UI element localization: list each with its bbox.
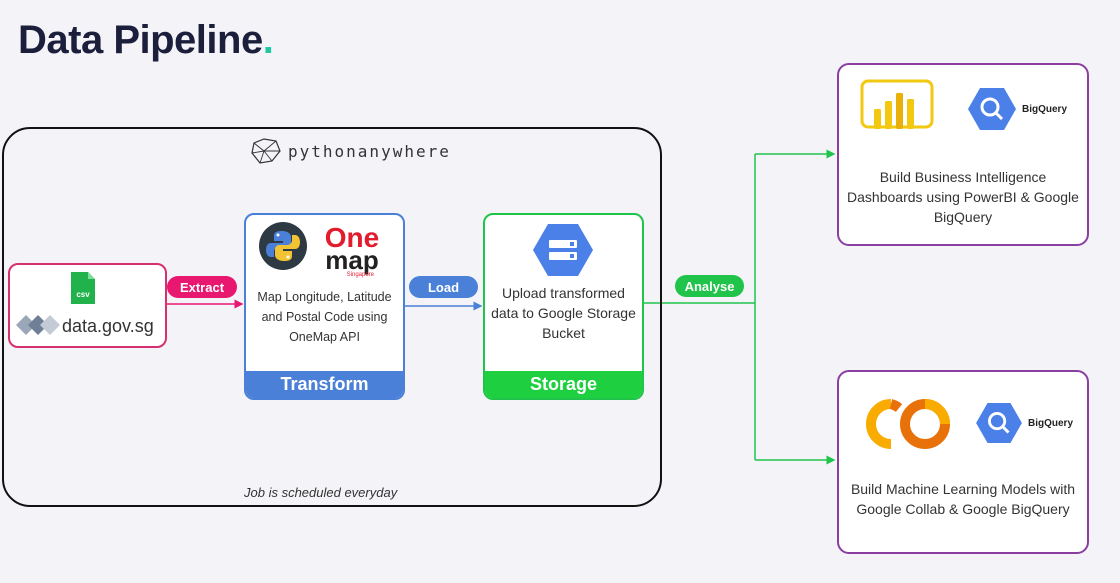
analyse-step-label: Analyse: [675, 275, 744, 297]
page-title: Data Pipeline.: [18, 18, 274, 62]
storage-box: Upload transformed data to Google Storag…: [483, 213, 644, 400]
bigquery-icon: [968, 88, 1016, 130]
transform-description: Map Longitude, Latitude and Postal Code …: [257, 290, 392, 344]
pythonanywhere-brand-a: python: [288, 141, 358, 161]
google-cloud-storage-icon: [533, 224, 593, 276]
bigquery-label: BigQuery: [1022, 103, 1068, 115]
pythonanywhere-brand-b: anywhere: [357, 141, 451, 161]
bigquery-icon: [976, 402, 1022, 444]
load-step-label: Load: [409, 276, 478, 298]
onemap-logo-small: Singapore: [347, 272, 375, 278]
pythonanywhere-container: [2, 127, 662, 507]
google-colab-icon: [866, 399, 950, 449]
bi-destination-box: BigQuery Build Business Intelligence Das…: [837, 63, 1089, 246]
bigquery-logo: BigQuery: [967, 87, 1067, 131]
onemap-logo-bottom: map: [325, 245, 378, 275]
bi-description: Build Business Intelligence Dashboards u…: [847, 169, 1079, 225]
source-site-label: data.gov.sg: [62, 316, 154, 336]
onemap-logo-top: One: [325, 222, 379, 253]
data-gov-sg-logo: [16, 315, 60, 335]
pythonanywhere-logo: pythonanywhere: [250, 137, 451, 165]
transform-label: Transform: [246, 371, 403, 398]
pythonanywhere-icon: [251, 138, 281, 164]
onemap-logo: One map Singapore: [325, 222, 379, 278]
ml-description: Build Machine Learning Models with Googl…: [850, 481, 1076, 517]
title-dot: .: [262, 18, 274, 62]
powerbi-icon: [860, 79, 934, 129]
storage-label: Storage: [485, 371, 642, 398]
schedule-note: Job is scheduled everyday: [244, 485, 398, 500]
csv-file-icon: csv: [71, 272, 95, 304]
extract-step-label: Extract: [167, 276, 237, 298]
python-logo-icon: [259, 222, 307, 270]
csv-icon-label: csv: [76, 290, 90, 299]
storage-description: Upload transformed data to Google Storag…: [491, 285, 636, 341]
bigquery-logo-ml: BigQuery: [975, 402, 1073, 444]
bigquery-label-ml: BigQuery: [1028, 417, 1074, 429]
transform-box: One map Singapore Map Longitude, Latitud…: [244, 213, 405, 400]
ml-destination-box: BigQuery Build Machine Learning Models w…: [837, 370, 1089, 554]
